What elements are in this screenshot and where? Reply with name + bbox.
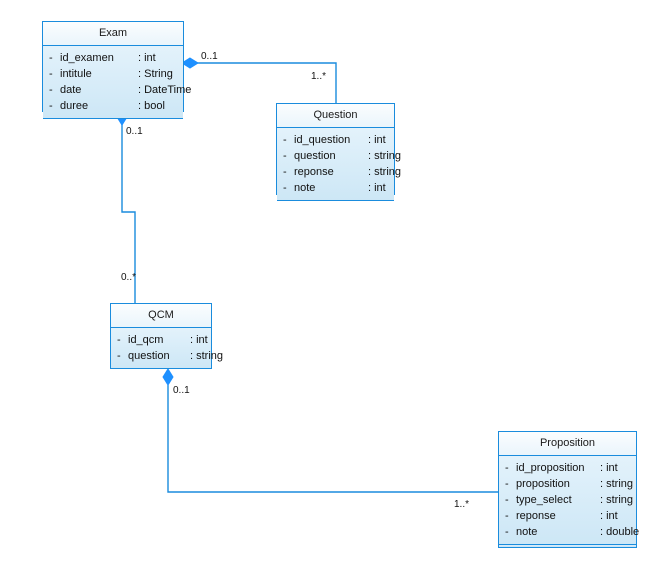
attribute-name: intitule xyxy=(60,68,92,80)
visibility-marker: - xyxy=(505,510,509,522)
attribute-type: : string xyxy=(368,150,402,162)
attribute-name: id_examen xyxy=(60,52,114,64)
class-box-question[interactable]: Question-id_question: int-question: stri… xyxy=(276,103,401,201)
visibility-marker: - xyxy=(283,182,287,194)
visibility-marker: - xyxy=(283,134,287,146)
visibility-marker: - xyxy=(117,350,121,362)
attribute-row: -note : double xyxy=(499,524,640,540)
visibility-marker: - xyxy=(283,166,287,178)
attributes-compartment-question: -id_question: int-question: string-repon… xyxy=(277,128,401,201)
attribute-name: question xyxy=(294,150,336,162)
class-name-proposition: Proposition xyxy=(499,432,636,456)
visibility-marker: - xyxy=(505,462,509,474)
from-multiplicity-qcm-proposition: 0..1 xyxy=(173,385,190,396)
attribute-name: type_select xyxy=(516,494,572,506)
attribute-name: note xyxy=(294,182,316,194)
composition-diamond xyxy=(181,57,199,69)
attribute-name: note xyxy=(516,526,538,538)
visibility-marker: - xyxy=(505,478,509,490)
attribute-row: -reponse : int xyxy=(499,508,636,524)
attribute-type: : bool xyxy=(138,100,165,112)
attribute-row: -note : int xyxy=(277,180,394,196)
attribute-row: -type_select : string xyxy=(499,492,636,508)
attribute-name: id_proposition xyxy=(516,462,585,474)
visibility-marker: - xyxy=(117,334,121,346)
attribute-row: -id_examen : int xyxy=(43,50,183,66)
attribute-type: : int xyxy=(368,182,386,194)
attribute-name: id_qcm xyxy=(128,334,164,346)
attribute-row: -id_proposition : int xyxy=(499,460,636,476)
attribute-type: : DateTime xyxy=(138,84,192,96)
attributes-compartment-qcm: -id_qcm : int -question : string xyxy=(111,328,223,369)
attribute-name: date xyxy=(60,84,82,96)
visibility-marker: - xyxy=(49,100,53,112)
to-multiplicity-exam-qcm: 0..* xyxy=(121,272,137,283)
attribute-type: : string xyxy=(600,494,634,506)
attribute-row: -id_question : int xyxy=(277,132,394,148)
attribute-name: reponse xyxy=(294,166,334,178)
visibility-marker: - xyxy=(49,84,53,96)
attribute-name: question xyxy=(128,350,170,362)
composition-diamond xyxy=(162,368,174,386)
class-box-exam[interactable]: Exam-id_examen: int-intitule: String-dat… xyxy=(42,21,191,119)
attributes-compartment-proposition: -id_proposition: int-proposition: string… xyxy=(499,456,640,545)
attribute-row: -intitule : String xyxy=(43,66,183,82)
attribute-type: : int xyxy=(600,462,618,474)
attribute-type: : string xyxy=(368,166,402,178)
from-multiplicity-exam-question: 0..1 xyxy=(201,51,218,62)
class-name-exam: Exam xyxy=(43,22,183,46)
attribute-type: : int xyxy=(190,334,208,346)
attribute-name: proposition xyxy=(516,478,570,490)
attribute-row: -reponse : string xyxy=(277,164,401,180)
visibility-marker: - xyxy=(49,52,53,64)
to-multiplicity-qcm-proposition: 1..* xyxy=(454,499,470,510)
class-name-question: Question xyxy=(277,104,394,128)
attribute-row: -question : string xyxy=(111,348,223,364)
attribute-name: reponse xyxy=(516,510,556,522)
association-qcm-proposition[interactable] xyxy=(162,368,498,493)
attribute-row: -date : DateTime xyxy=(43,82,191,98)
class-box-qcm[interactable]: QCM -id_qcm : int -question : string xyxy=(110,303,223,369)
association-line xyxy=(167,385,498,493)
attribute-row: -question : string xyxy=(277,148,401,164)
class-name-qcm: QCM xyxy=(111,304,211,328)
attribute-type: : int xyxy=(368,134,386,146)
to-multiplicity-exam-question: 1..* xyxy=(311,71,327,82)
attribute-type: : string xyxy=(600,478,634,490)
attribute-name: id_question xyxy=(294,134,351,146)
visibility-marker: - xyxy=(505,494,509,506)
visibility-marker: - xyxy=(505,526,509,538)
attribute-type: : String xyxy=(138,68,173,80)
attribute-type: : double xyxy=(600,526,640,538)
association-line xyxy=(196,62,337,103)
from-multiplicity-exam-qcm: 0..1 xyxy=(126,126,143,137)
attribute-name: duree xyxy=(60,100,89,112)
visibility-marker: - xyxy=(283,150,287,162)
visibility-marker: - xyxy=(49,68,53,80)
attribute-type: : int xyxy=(138,52,156,64)
attributes-compartment-exam: -id_examen: int-intitule: String-date: D… xyxy=(43,46,191,119)
class-box-proposition[interactable]: Proposition-id_proposition: int-proposit… xyxy=(498,431,640,548)
attribute-row: -duree : bool xyxy=(43,98,183,114)
operations-compartment-proposition xyxy=(499,545,636,547)
attribute-type: : int xyxy=(600,510,618,522)
attribute-row: -id_qcm : int xyxy=(111,332,211,348)
attribute-type: : string xyxy=(190,350,224,362)
attribute-row: -proposition : string xyxy=(499,476,636,492)
